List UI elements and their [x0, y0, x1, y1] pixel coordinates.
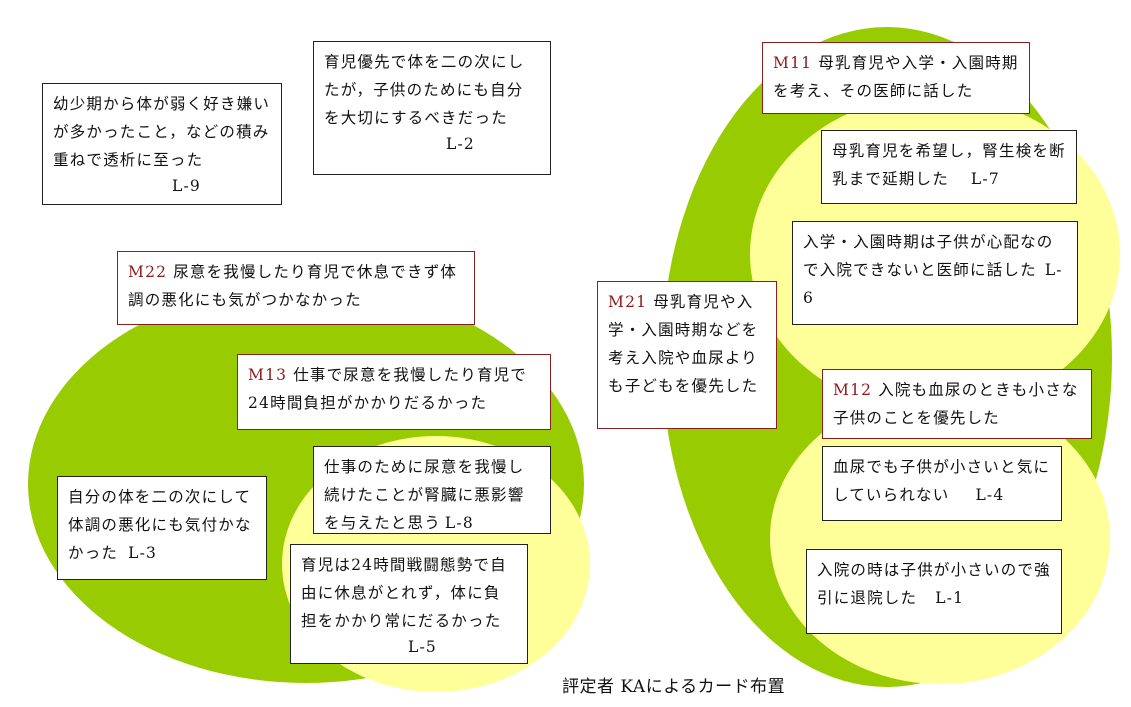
card-label-inline: L-7: [970, 170, 1000, 188]
card-text: 自分の体を二の次にして体調の悪化にも気付かなかった: [68, 488, 252, 562]
card-text: 入院も血尿のときも小さな子供のことを優先した: [833, 381, 1079, 427]
card-text: 幼少期から体が弱く好き嫌いが多かったこと，などの積み重ねで透析に至った: [53, 95, 271, 169]
card-label-inline: L-8: [444, 514, 474, 532]
card-id: M21: [608, 293, 648, 311]
card-text: 母乳育児を希望し，腎生検を断乳まで延期した: [832, 142, 1066, 188]
card-id: M11: [773, 54, 813, 72]
card-text: 母乳育児や入学・入園時期などを考え入院や血尿よりも子どもを優先した: [608, 293, 759, 395]
card-text: 入院の時は子供が小さいので強引に退院した: [817, 561, 1051, 607]
card-text: 仕事で尿意を我慢したり育児で24時間負担がかかりだるかった: [248, 366, 528, 412]
card-label: L-5: [408, 638, 437, 656]
card-text: 入学・入園時期は子供が心配なので入院できないと医師に話した: [803, 233, 1054, 279]
card-label: L-2: [446, 135, 475, 153]
diagram-caption: 評定者 KAによるカード布置: [562, 677, 786, 697]
card-label: L-9: [172, 177, 201, 195]
card-label-inline: L-1: [935, 589, 965, 607]
card-text: 育児は24時間戦闘態勢で自由に休息がとれず，体に負担をかかり常にだるかった: [301, 556, 507, 630]
card-l9: 幼少期から体が弱く好き嫌いが多かったこと，などの積み重ねで透析に至った L-9: [42, 83, 282, 205]
card-id: M22: [128, 263, 168, 281]
card-label-inline: L-6: [803, 261, 1063, 307]
card-id: M13: [248, 366, 288, 384]
card-text: 母乳育児や入学・入園時期を考え、その医師に話した: [773, 54, 1019, 100]
card-l5: 育児は24時間戦闘態勢で自由に休息がとれず，体に負担をかかり常にだるかった L-…: [290, 544, 528, 664]
card-label-inline: L-4: [975, 486, 1005, 504]
card-text: 育児優先で体を二の次にしたが，子供のためにも自分を大切にするべきだった: [324, 53, 525, 127]
card-l2: 育児優先で体を二の次にしたが，子供のためにも自分を大切にするべきだった L-2: [313, 41, 551, 175]
right-lower-subgroup-ellipse: [770, 392, 1110, 684]
card-id: M12: [833, 381, 873, 399]
card-text: 血尿でも子供が小さいと気にしていられない: [833, 458, 1051, 504]
card-text: 尿意を我慢したり育児で休息できず体調の悪化にも気がつかなかった: [128, 263, 458, 309]
card-text: 仕事のために尿意を我慢し続けたことが腎臓に悪影響を与えたと思う: [324, 458, 525, 532]
card-label-inline: L-3: [128, 544, 158, 562]
